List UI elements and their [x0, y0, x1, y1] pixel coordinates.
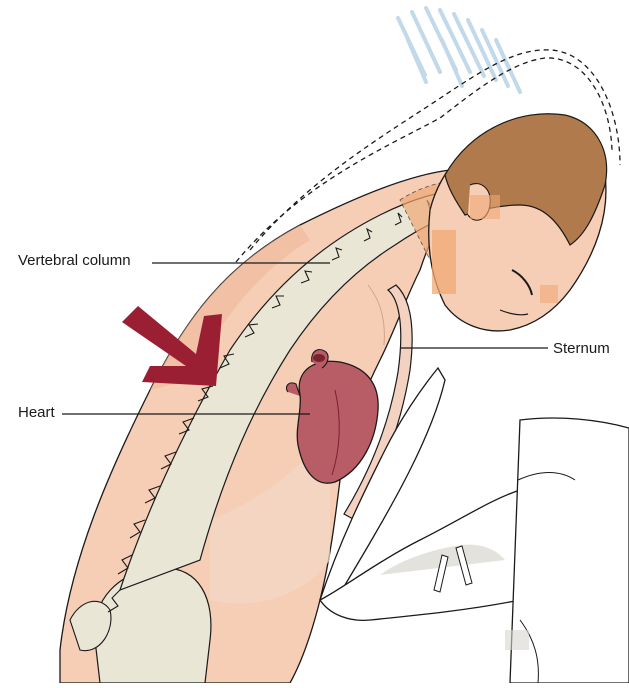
sternum-label: Sternum: [553, 341, 610, 356]
pressure-arrow-icon: [122, 306, 222, 386]
vertebral-column-label: Vertebral column: [18, 253, 131, 268]
heart-label: Heart: [18, 405, 55, 420]
water-streaks: [398, 8, 520, 92]
head: [429, 114, 607, 331]
